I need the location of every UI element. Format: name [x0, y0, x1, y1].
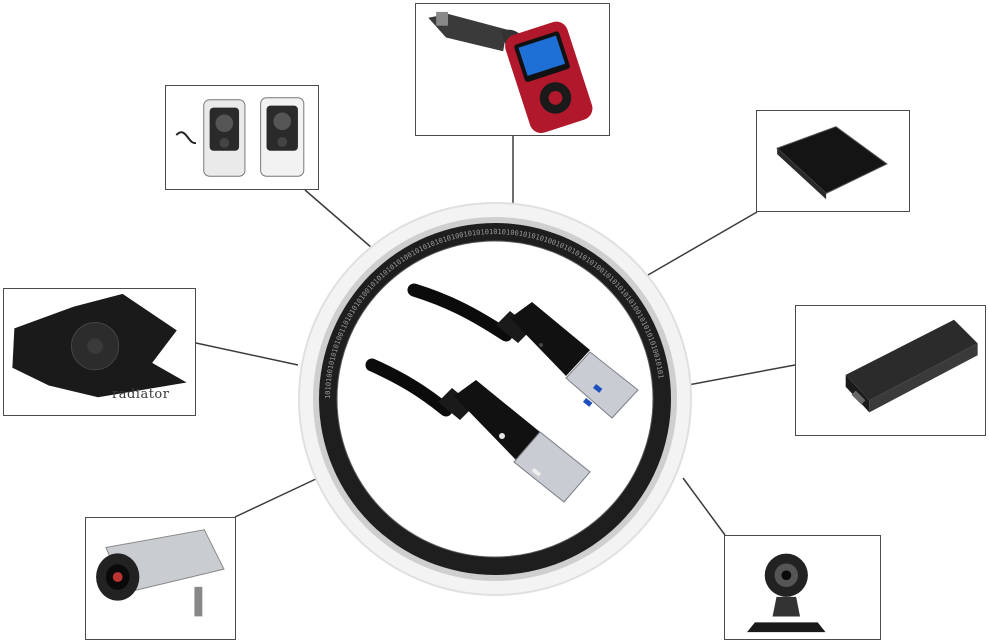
device-cooling-pad: radiator: [3, 288, 196, 416]
device-car-fm-transmitter: [415, 3, 610, 136]
usb-cable-upper: [407, 283, 639, 419]
cooling-pad-caption: radiator: [112, 387, 170, 402]
device-webcam: [724, 535, 881, 640]
webcam-icon: [747, 553, 826, 633]
device-speakers: [165, 85, 319, 190]
device-security-camera: [85, 517, 236, 640]
fm-transmitter-icon: [428, 11, 593, 133]
connector-line-camera: [234, 477, 319, 518]
connector-line-speakers: [304, 189, 373, 249]
cooling-pad-icon: [12, 293, 187, 398]
connector-line-hdd: [647, 211, 758, 276]
usb-cable-hub: 1010100101010100110101010100101010101010…: [298, 202, 692, 596]
device-external-hdd: [756, 110, 910, 212]
hard-drive-icon: [776, 126, 888, 200]
device-hdd-enclosure: [795, 305, 986, 436]
speakers-icon: [175, 97, 305, 177]
usb-cable-lower: [365, 358, 591, 503]
security-camera-icon: [96, 529, 225, 617]
connector-line-pad: [195, 342, 299, 366]
connector-line-webcam: [682, 477, 726, 536]
hdd-enclosure-icon: [845, 319, 978, 413]
connector-line-enclosure: [687, 364, 796, 386]
